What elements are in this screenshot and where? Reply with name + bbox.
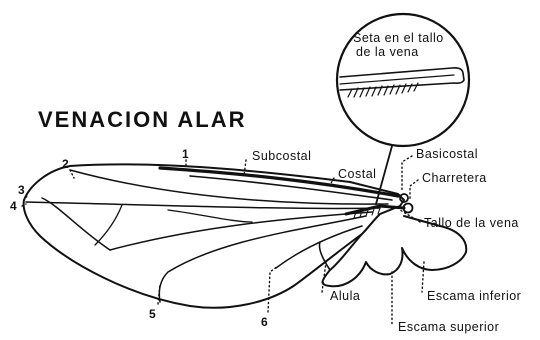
crossvein-2 <box>95 205 122 245</box>
wing-outline <box>24 164 404 307</box>
vein-number-3: 3 <box>18 183 25 197</box>
vein-number-2: 2 <box>62 157 69 171</box>
label-subcostal: Subcostal <box>252 149 311 163</box>
inset-caption-line1: Seta en el tallo <box>353 31 444 45</box>
label-charretera: Charretera <box>422 171 487 185</box>
leader-6 <box>268 266 278 312</box>
vein-number-5: 5 <box>149 307 156 321</box>
vein-m1 <box>110 212 372 250</box>
diagram-title: VENACION ALAR <box>38 107 247 132</box>
crossvein-1 <box>168 210 252 222</box>
inset-caption-line2: de la vena <box>356 45 419 59</box>
label-basicostal: Basicostal <box>416 147 478 161</box>
label-escama-inferior: Escama inferior <box>427 289 521 303</box>
leader-lines <box>22 156 424 324</box>
wing <box>24 164 467 307</box>
leader-charretera <box>410 180 418 200</box>
label-costal: Costal <box>338 167 376 181</box>
vein-number-6: 6 <box>261 315 268 329</box>
vein-m1-tip <box>42 198 110 250</box>
leader-escama-inferior <box>422 262 424 292</box>
vein-number-1: 1 <box>182 147 189 161</box>
label-escama-superior: Escama superior <box>398 320 499 334</box>
vein-number-4: 4 <box>10 199 17 213</box>
vein-stem-thick <box>346 206 404 214</box>
label-alula: Alula <box>330 289 360 303</box>
label-tallo-de-la-vena: Tallo de la vena <box>424 216 519 230</box>
